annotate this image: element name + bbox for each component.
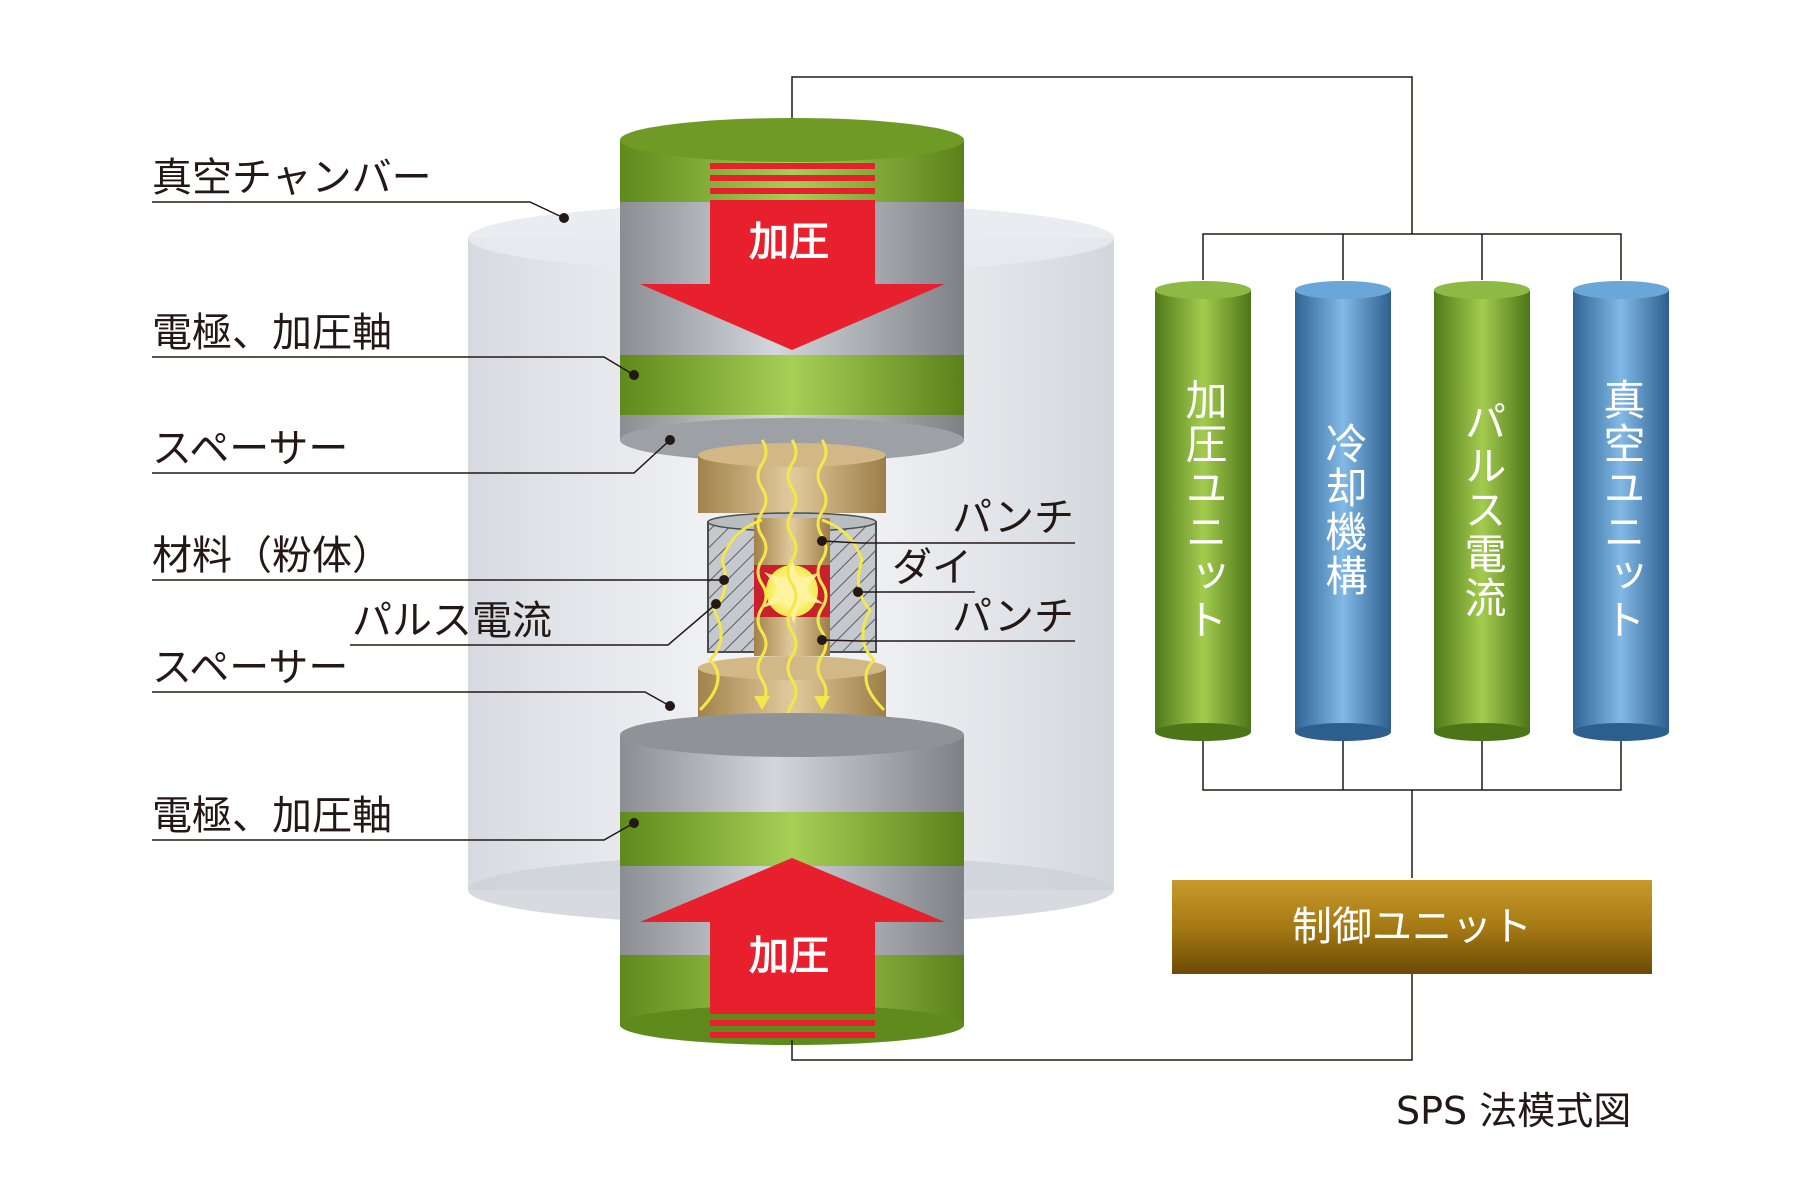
unit-pulse <box>1434 281 1530 741</box>
unit-vacuum-label: 真空ユニット <box>1597 378 1646 642</box>
wiring <box>791 76 1622 1061</box>
unit-pulse-text-box: パルス電流 <box>1434 300 1530 720</box>
label-spacer-top: スペーサー <box>152 426 349 472</box>
label-punch-bottom: パンチ <box>952 594 1074 640</box>
label-die: ダイ <box>892 545 972 591</box>
label-punch-top: パンチ <box>952 495 1074 541</box>
label-electrode-top: 電極、加圧軸 <box>152 310 392 356</box>
label-material: 材料（粉体） <box>152 533 392 579</box>
unit-pulse-label: パルス電流 <box>1458 400 1507 620</box>
unit-pressure-label: 加圧ユニット <box>1179 378 1228 642</box>
unit-cooling-text-box: 冷却機構 <box>1295 300 1391 720</box>
spacer-top <box>698 443 886 513</box>
control-unit-label: 制御ユニット <box>1292 904 1532 950</box>
leader-lines <box>152 201 1075 841</box>
label-electrode-bottom: 電極、加圧軸 <box>152 793 392 839</box>
label-vacuum-chamber: 真空チャンバー <box>152 155 432 201</box>
unit-pressure <box>1155 281 1251 741</box>
unit-cooling-label: 冷却機構 <box>1319 422 1368 598</box>
pulse-current-paths <box>698 439 886 729</box>
pressure-arrow-top <box>640 163 945 350</box>
arrow-bottom-label: 加圧 <box>749 933 829 979</box>
label-spacer-bottom: スペーサー <box>152 645 349 691</box>
label-pulse-current: パルス電流 <box>352 598 552 644</box>
unit-vacuum-text-box: 真空ユニット <box>1573 300 1669 720</box>
unit-cylinders <box>1155 281 1669 741</box>
unit-vacuum <box>1573 281 1669 741</box>
caption: SPS 法模式図 <box>1396 1089 1632 1133</box>
pressure-arrow-bottom <box>640 858 945 1038</box>
unit-cooling <box>1295 281 1391 741</box>
leader-dots <box>559 213 863 828</box>
control-unit-box <box>1172 880 1652 974</box>
control-unit: 制御ユニット <box>1172 880 1652 974</box>
unit-pressure-text-box: 加圧ユニット <box>1155 300 1251 720</box>
arrow-top-label: 加圧 <box>749 219 829 265</box>
